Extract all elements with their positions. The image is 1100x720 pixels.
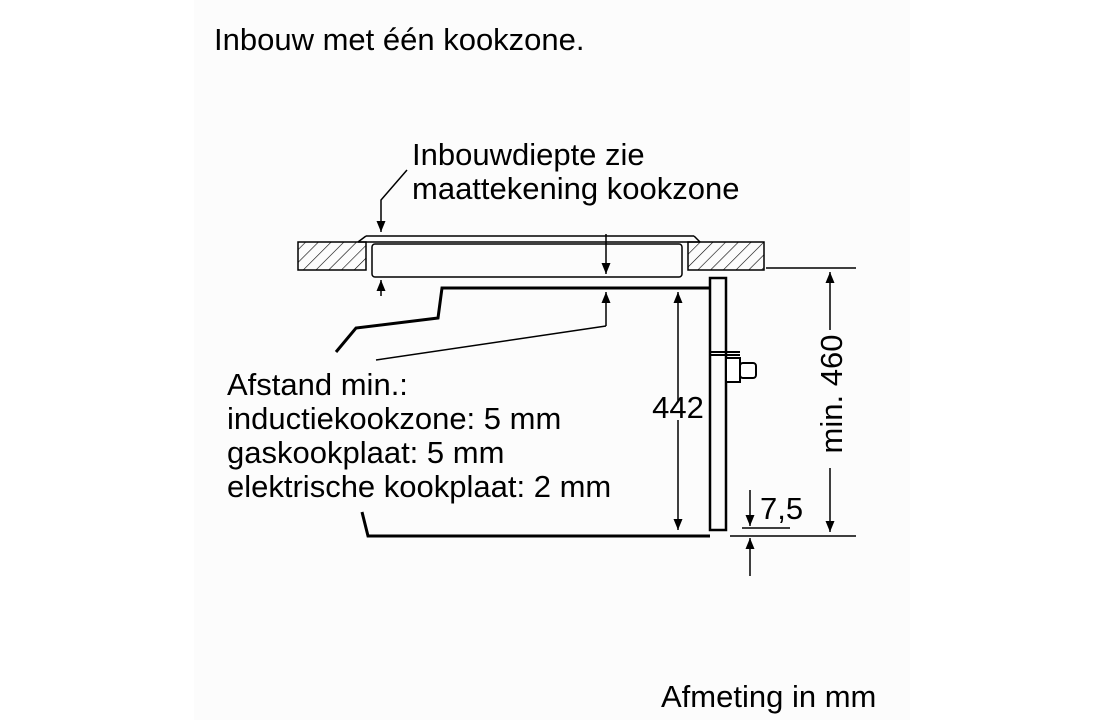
oven-knob — [725, 357, 757, 383]
page-title: Inbouw met één kookzone. — [214, 22, 585, 57]
dim-442-label: 442 — [652, 390, 704, 425]
callout-distance-line3: gaskookplaat: 5 mm — [227, 435, 505, 470]
callout-depth-line1: Inbouwdiepte zie — [412, 137, 645, 172]
callout-distance-line4: elektrische kookplaat: 2 mm — [227, 469, 612, 504]
callout-distance-line2: inductiekookzone: 5 mm — [227, 401, 562, 436]
cooktop — [357, 235, 701, 278]
worktop-right — [687, 241, 765, 271]
dim-460-label: min. 460 — [814, 335, 849, 454]
dim-75-label: 7,5 — [760, 491, 803, 526]
drawing-panel — [194, 0, 910, 720]
units-note: Afmeting in mm — [661, 679, 877, 714]
worktop-left — [297, 241, 367, 271]
distance-leader — [375, 325, 607, 361]
oven-body — [334, 276, 740, 538]
depth-leader-arrow — [376, 169, 408, 232]
callout-distance-line1: Afstand min.: — [227, 367, 408, 402]
callout-depth-line2: maattekening kookzone — [412, 171, 740, 206]
